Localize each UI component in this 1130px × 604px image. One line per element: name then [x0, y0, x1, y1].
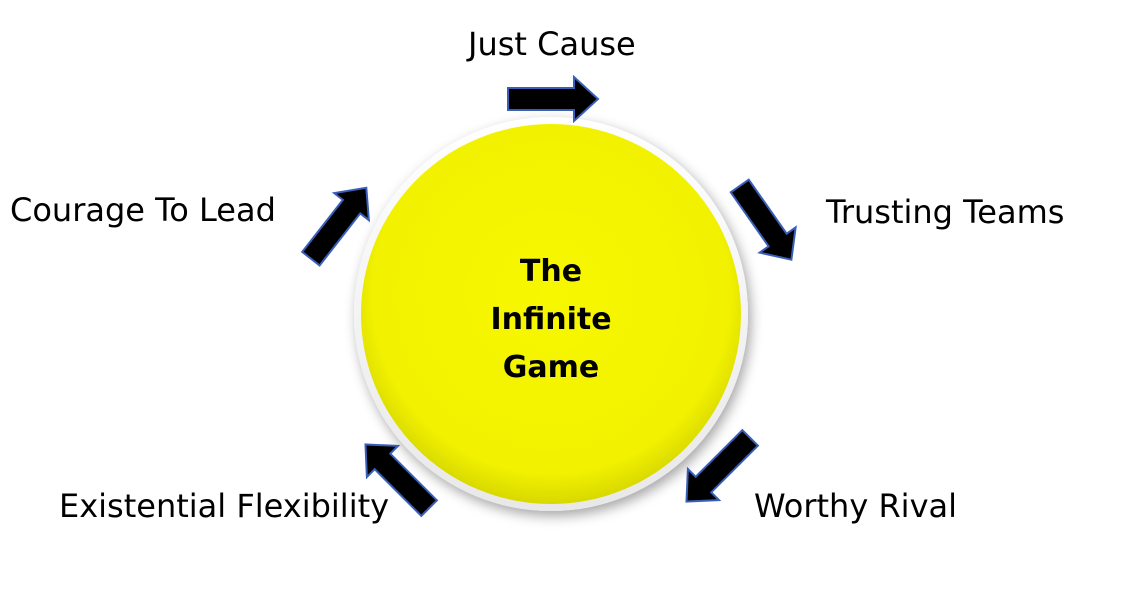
arrow-icon-to-existential-flexibility: [364, 443, 439, 518]
arrow-icon-to-trusting-teams: [729, 178, 797, 261]
center-title: The Infinite Game: [451, 248, 651, 392]
node-label-existential-flexibility: Existential Flexibility: [59, 487, 390, 525]
arrow-icon-to-just-cause: [507, 74, 600, 124]
node-label-just-cause: Just Cause: [468, 25, 636, 63]
node-label-worthy-rival: Worthy Rival: [754, 487, 957, 525]
node-label-trusting-teams: Trusting Teams: [826, 193, 1065, 231]
node-label-courage-to-lead: Courage To Lead: [10, 191, 276, 229]
arrow-icon-to-courage-to-lead: [300, 186, 371, 267]
center-title-line-1: The: [519, 254, 583, 289]
arrow-icon-to-worthy-rival: [685, 428, 760, 503]
center-title-line-2: Infinite: [490, 302, 612, 337]
center-circle: [361, 124, 741, 504]
center-title-line-3: Game: [502, 350, 600, 385]
